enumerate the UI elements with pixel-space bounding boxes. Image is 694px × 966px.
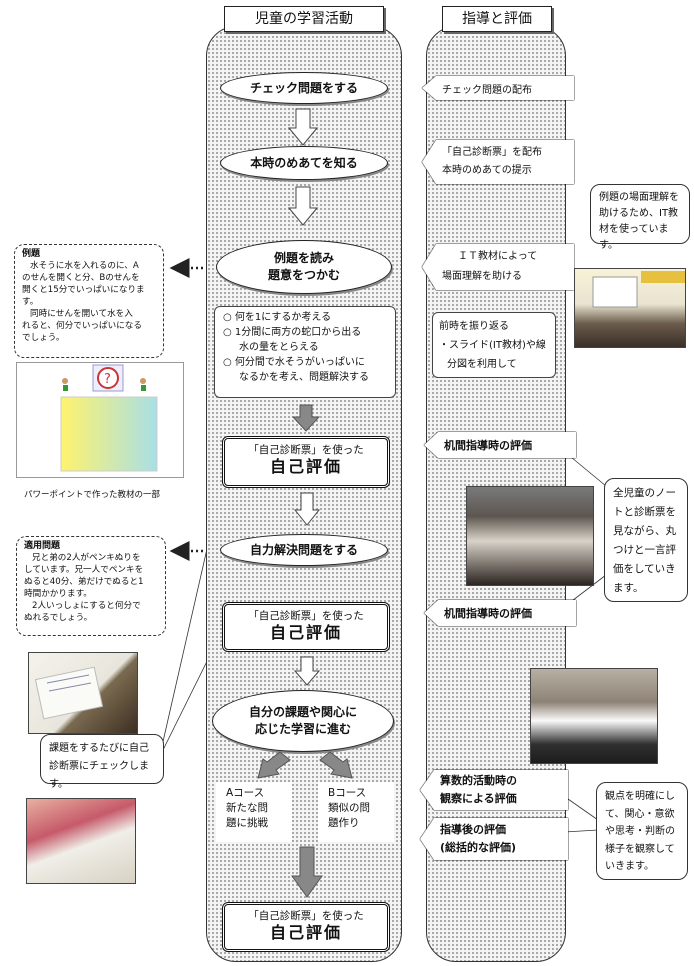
- arrow-down-icon: [294, 656, 320, 686]
- teacher-header: 指導と評価: [442, 6, 552, 32]
- flow-points-box: ○ 何を1にするか考える ○ 1分間に両方の蛇口から出る 水の量をとらえる ○ …: [214, 306, 396, 398]
- flow-step-self-solve: 自力解決問題をする: [220, 534, 388, 566]
- teacher-observing-photo: [530, 668, 658, 764]
- arrow-down-icon: [288, 108, 318, 146]
- course-a: Aコース新たな問題に挑戦: [216, 782, 292, 842]
- svg-text:?: ?: [104, 372, 111, 387]
- student-worksheet-photo: [28, 652, 138, 734]
- powerpoint-slide: ?: [16, 362, 184, 478]
- arrow-down-icon: [291, 846, 323, 898]
- flow-step-check: チェック問題をする: [220, 72, 388, 104]
- flow-step-example: 例題を読み題意をつかむ: [216, 240, 392, 294]
- teacher-tag-summative: 指導後の評価(総括的な評価): [420, 818, 568, 860]
- teacher-tag-check-distribute: チェック問題の配布: [422, 76, 574, 100]
- teacher-review-box: 前時を振り返る・スライド(IT教材)や線分図を利用して: [432, 312, 556, 378]
- student-header: 児童の学習活動: [224, 6, 384, 32]
- arrow-down-icon: [294, 492, 320, 526]
- self-eval-2: 「自己診断票」を使った 自己評価: [222, 602, 390, 652]
- example-problem-box: 例題 水そうに水を入れるのに、A のせんを開くと分、Bのせんを 開くと15分でい…: [14, 244, 164, 358]
- course-b: Bコース類似の問題作り: [318, 782, 394, 842]
- slide-caption: パワーポイントで作った教材の一部: [24, 490, 161, 500]
- flow-step-choose: 自分の課題や関心に応じた学習に進む: [212, 690, 394, 752]
- teacher-tag-sheet-goal: 「自己診断票」を配布本時のめあての提示: [422, 140, 574, 184]
- classroom-screen-photo: [574, 268, 686, 348]
- flow-step-goal: 本時のめあてを知る: [220, 146, 388, 180]
- teacher-checking-photo: [466, 486, 594, 586]
- apply-problem-box: 適用問題 兄と弟の2人がペンキぬりを しています。兄一人でペンキを ぬると40分…: [16, 536, 166, 636]
- arrow-down-icon: [292, 404, 320, 432]
- student-writing-photo: [26, 798, 136, 884]
- teacher-tag-desk-eval-2: 机間指導時の評価: [424, 600, 576, 626]
- self-eval-1: 「自己診断票」を使った 自己評価: [222, 436, 390, 488]
- arrow-down-icon: [288, 186, 318, 226]
- it-material-callout: 例題の場面理解を助けるため、IT教材を使っています。: [590, 184, 690, 251]
- check-callout: 課題をするたびに自己診断票にチェックします。: [40, 734, 164, 790]
- branch-arrows-icon: [257, 751, 353, 779]
- teacher-tag-desk-eval-1: 机間指導時の評価: [424, 432, 576, 458]
- observation-callout: 観点を明確にして、関心・意欲や思考・判断の様子を観察していきます。: [596, 782, 688, 880]
- teacher-tag-observation: 算数的活動時の観察による評価: [420, 770, 568, 810]
- water-tank-slide-icon: ?: [60, 364, 158, 472]
- desk-eval-callout: 全児童のノートと診断票を見ながら、丸つけと一言評価をしていきます。: [604, 478, 688, 602]
- teacher-tag-it-material: ＩＴ教材によって場面理解を助ける: [422, 244, 574, 290]
- self-eval-3: 「自己診断票」を使った 自己評価: [222, 902, 390, 952]
